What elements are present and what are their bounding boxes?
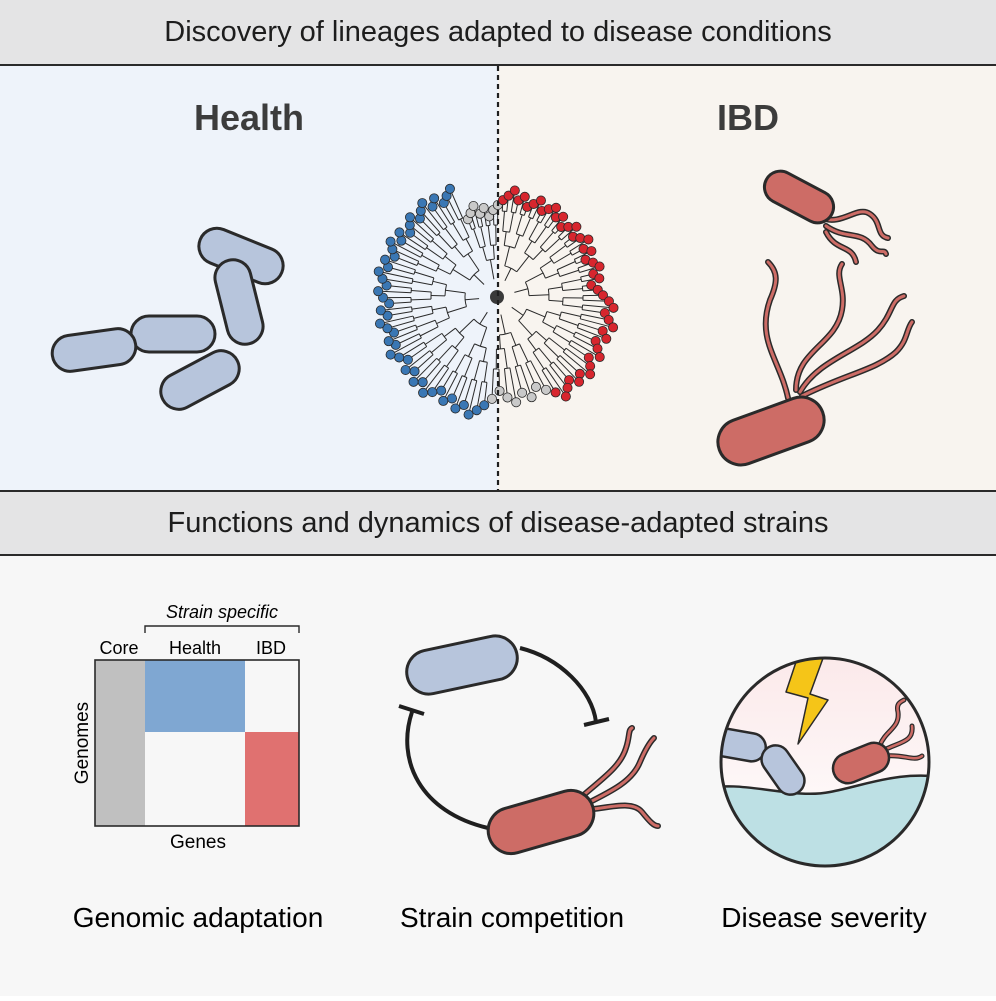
healthy-bacterium	[131, 316, 215, 352]
tree-tip	[520, 192, 529, 201]
tree-tip	[464, 410, 473, 419]
tree-tip	[595, 352, 604, 361]
matrix-core-block	[95, 660, 145, 826]
tree-branch	[548, 289, 549, 300]
tree-tip	[608, 323, 617, 332]
tree-tip	[531, 382, 540, 391]
tree-tip	[459, 400, 468, 409]
tree-tip	[587, 246, 596, 255]
tree-tip	[418, 378, 427, 387]
tree-tip	[561, 392, 570, 401]
matrix-health-block	[145, 660, 245, 732]
caption-strain-competition: Strain competition	[400, 902, 624, 933]
tree-tip	[584, 235, 593, 244]
tree-branch	[412, 307, 413, 312]
bottom-section-title: Functions and dynamics of disease-adapte…	[168, 507, 829, 540]
tree-tip	[495, 386, 504, 395]
tree-tip	[574, 377, 583, 386]
tree-tip	[472, 406, 481, 415]
tree-tip	[551, 388, 560, 397]
tree-tip	[609, 303, 618, 312]
tree-tip	[386, 237, 395, 246]
tree-tip	[374, 267, 383, 276]
tree-tip	[595, 274, 604, 283]
tree-tip	[487, 394, 496, 403]
tree-tip	[584, 353, 593, 362]
tree-tip	[551, 203, 560, 212]
tree-tip	[401, 365, 410, 374]
tree-tip	[374, 287, 383, 296]
matrix-core-label: Core	[99, 638, 138, 658]
tree-tip	[576, 233, 585, 242]
tree-tip	[386, 350, 395, 359]
tree-tip	[375, 319, 384, 328]
caption-genomic-adaptation: Genomic adaptation	[73, 902, 324, 933]
tree-tip	[447, 394, 456, 403]
tree-tip	[602, 334, 611, 343]
tree-tip	[403, 355, 412, 364]
tree-tip	[541, 385, 550, 394]
tree-tip	[428, 202, 437, 211]
tree-tip	[418, 388, 427, 397]
matrix-health-label: Health	[169, 638, 221, 658]
top-section-header: Discovery of lineages adapted to disease…	[0, 0, 996, 66]
tree-tip	[595, 262, 604, 271]
tree-branch	[411, 299, 431, 300]
tree-branch	[582, 305, 583, 310]
tree-tip	[395, 228, 404, 237]
tree-tip	[518, 388, 527, 397]
tree-tip	[479, 203, 488, 212]
tree-tip	[439, 396, 448, 405]
matrix-ibd-label: IBD	[256, 638, 286, 658]
strain-specific-label: Strain specific	[166, 602, 278, 622]
tree-tip	[510, 186, 519, 195]
tree-tip	[469, 201, 478, 210]
tree-tip	[593, 344, 602, 353]
bottom-section-header: Functions and dynamics of disease-adapte…	[0, 490, 996, 556]
tree-tip	[384, 337, 393, 346]
tree-tip	[437, 386, 446, 395]
tree-tip	[405, 213, 414, 222]
tree-tip	[563, 383, 572, 392]
matrix-ibd-block	[245, 732, 299, 826]
matrix-x-label: Genes	[170, 832, 226, 853]
tree-tip	[572, 222, 581, 231]
tree-tip	[503, 393, 512, 402]
tree-tip	[559, 212, 568, 221]
tree-tip	[445, 184, 454, 193]
tree-tip	[397, 236, 406, 245]
tree-tip	[395, 353, 404, 362]
tree-tip	[380, 255, 389, 264]
tree-tip	[376, 306, 385, 315]
tree-tip	[451, 404, 460, 413]
tree-tip	[527, 393, 536, 402]
tree-tip	[536, 196, 545, 205]
top-section-title: Discovery of lineages adapted to disease…	[164, 16, 831, 49]
tree-tip	[430, 194, 439, 203]
tree-tip	[409, 377, 418, 386]
ibd-label: IBD	[717, 97, 779, 138]
caption-disease-severity: Disease severity	[721, 902, 926, 933]
tree-tip	[512, 398, 521, 407]
tree-tip	[410, 367, 419, 376]
tree-tip	[586, 370, 595, 379]
tree-tip	[418, 198, 427, 207]
health-label: Health	[194, 97, 304, 138]
matrix-y-label: Genomes	[72, 702, 93, 784]
tree-tip	[428, 387, 437, 396]
